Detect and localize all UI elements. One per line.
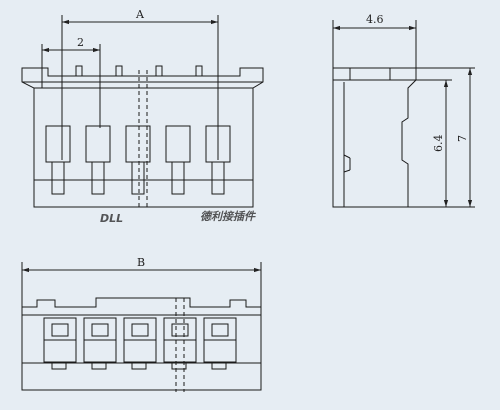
dimension-b: B bbox=[22, 256, 261, 273]
dimension-b-label: B bbox=[137, 256, 145, 269]
dimension-height-inner-label: 6.4 bbox=[432, 135, 445, 153]
watermark-chinese: 德利接插件 bbox=[200, 210, 257, 223]
front-view bbox=[21, 15, 264, 208]
dimension-height-inner: 6.4 bbox=[432, 80, 449, 207]
bottom-view bbox=[21, 262, 262, 392]
watermark: DLL 德利接插件 bbox=[100, 210, 257, 225]
dimension-pitch-label: 2 bbox=[77, 36, 84, 49]
dimension-depth: 4.6 bbox=[333, 13, 416, 31]
dimension-height-total-label: 7 bbox=[456, 135, 469, 142]
dimension-height-total: 7 bbox=[456, 68, 473, 207]
dimension-depth-label: 4.6 bbox=[366, 13, 384, 26]
dimension-pitch: 2 bbox=[42, 36, 100, 53]
side-view bbox=[332, 20, 475, 208]
watermark-latin: DLL bbox=[100, 212, 123, 225]
dimension-a-label: A bbox=[135, 8, 145, 21]
dimension-a: A bbox=[62, 8, 218, 25]
